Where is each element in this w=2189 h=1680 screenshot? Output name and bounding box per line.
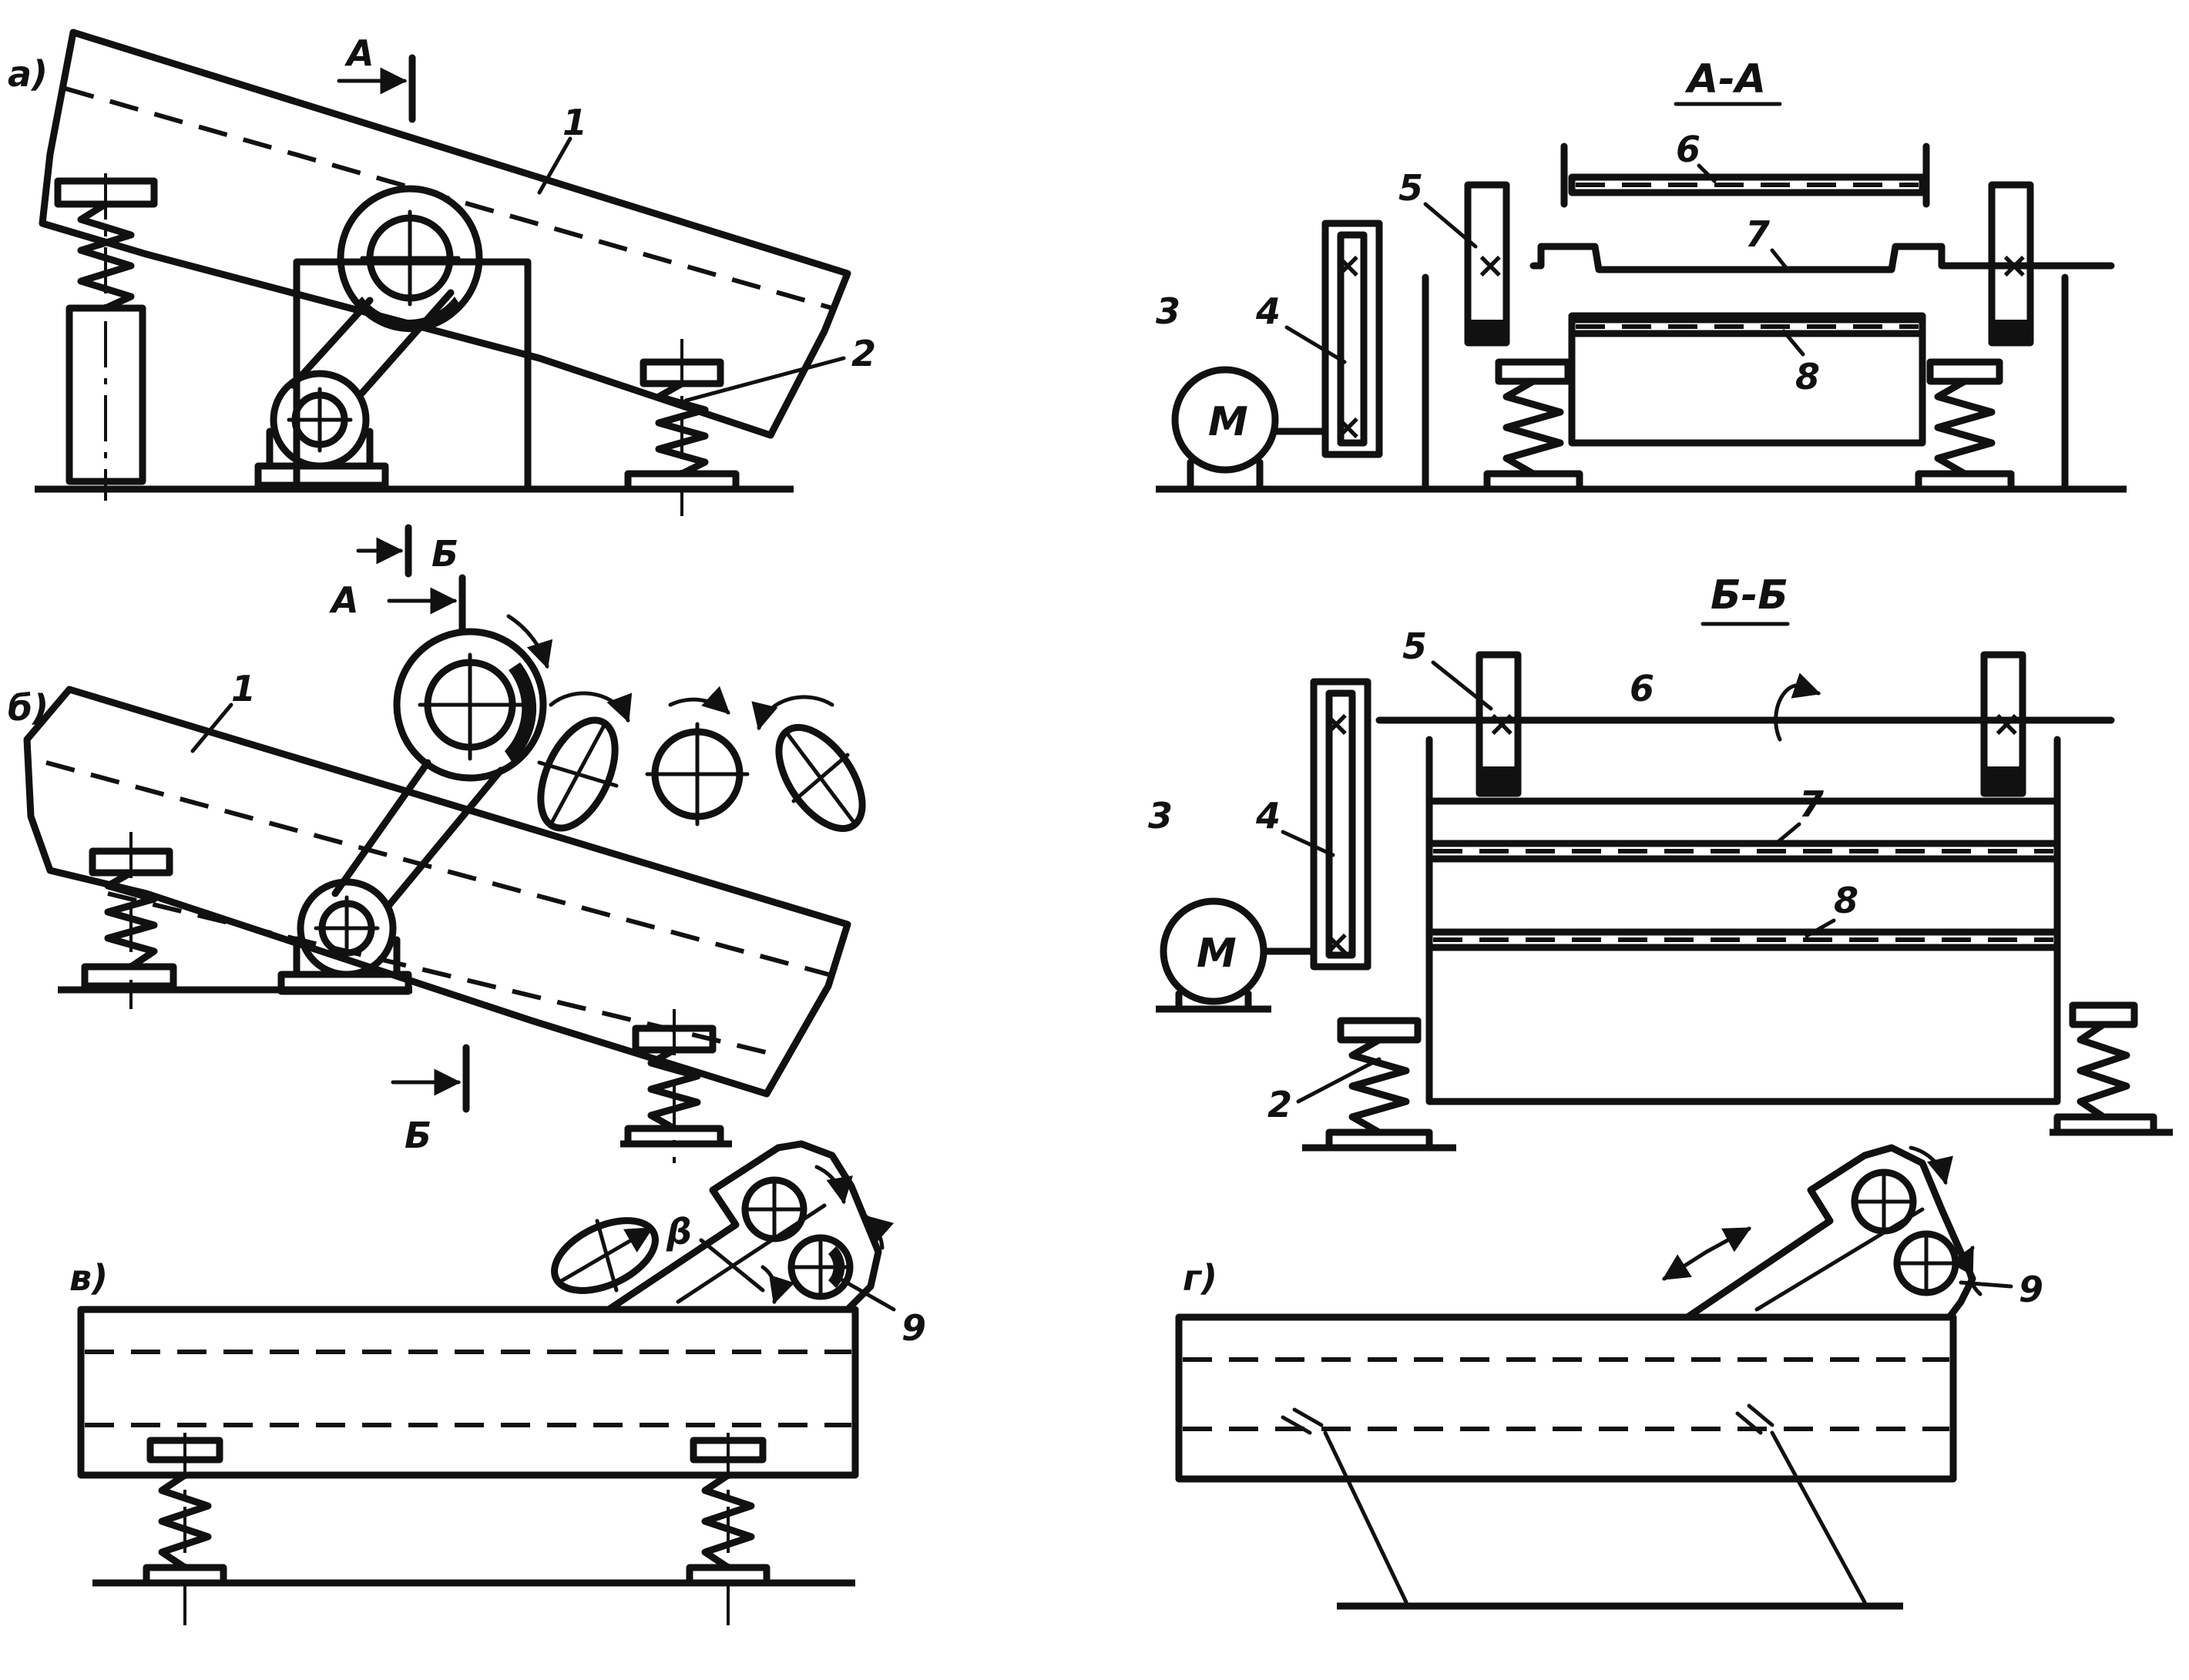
aa-sieve-6 — [1568, 173, 1926, 196]
panel-v-left-spring — [158, 1471, 212, 1571]
callout-2-a: 2 — [851, 333, 876, 374]
panel-b-right-spring — [647, 1046, 701, 1132]
callout-4-bb: 4 — [1255, 795, 1281, 837]
angle-beta: β — [666, 1211, 692, 1252]
aa-motor-label: М — [1208, 399, 1248, 445]
aa-spring-left — [1502, 377, 1564, 478]
panel-g: г) 9 — [1175, 1144, 2043, 1610]
panel-b: б) — [8, 524, 866, 1163]
panel-g-vibrator-9 — [1684, 1144, 1976, 1321]
panel-v-orbit-ellipse — [551, 1217, 659, 1294]
panel-g-screen-box — [1175, 1313, 1957, 1483]
panel-g-suspension-right — [1770, 1430, 1867, 1605]
panel-v-label: в) — [69, 1257, 108, 1299]
callout-3-bb: 3 — [1148, 795, 1173, 837]
callout-8-aa: 8 — [1795, 356, 1820, 397]
panel-g-vibration-arrow — [1662, 1249, 1709, 1281]
callout-6-aa: 6 — [1676, 129, 1701, 170]
svg-text:×: × — [1476, 244, 1506, 286]
panel-b-cut-A: А — [329, 579, 359, 621]
orbit-ellipse-1 — [537, 716, 619, 832]
callout-4-aa: 4 — [1255, 290, 1281, 332]
svg-text:×: × — [1321, 703, 1351, 744]
callout-5-bb: 5 — [1402, 625, 1427, 667]
bb-box — [1425, 797, 2061, 1105]
aa-shaft-7 — [1529, 243, 2115, 273]
callout-9-g: 9 — [2019, 1269, 2043, 1310]
svg-text:×: × — [1333, 244, 1363, 286]
aa-lower-box — [1568, 312, 1926, 447]
section-aa: А-А × × × × М — [1156, 56, 2127, 493]
callout-6-bb: 6 — [1630, 668, 1654, 709]
panel-v-vibrator-9 — [605, 1140, 882, 1313]
aa-spring-right — [1934, 377, 1996, 478]
panel-a-cut-A: А — [344, 32, 374, 74]
panel-b-cut-B-top: Б — [431, 533, 458, 575]
bb-spring-right — [2077, 1021, 2130, 1121]
callout-5-aa: 5 — [1398, 167, 1423, 209]
section-bb: Б-Б × × × × М — [1148, 572, 2173, 1152]
panel-g-label: г) — [1183, 1257, 1217, 1299]
panel-g-suspension-left — [1323, 1430, 1408, 1605]
panel-b-upper-eccentric — [393, 628, 547, 782]
bb-belt-drive-4 — [1310, 678, 1371, 971]
panel-a: а) А — [8, 29, 876, 516]
section-bb-label: Б-Б — [1711, 572, 1788, 619]
callout-7-bb: 7 — [1799, 783, 1824, 825]
callout-2-bb: 2 — [1267, 1084, 1292, 1125]
panel-a-label: а) — [8, 53, 48, 95]
panel-v-screen-box — [77, 1306, 859, 1479]
aa-motor — [1171, 366, 1279, 474]
callout-1-b: 1 — [231, 668, 256, 709]
panel-a-drive-frame — [293, 258, 532, 489]
panel-b-screen-box — [23, 686, 851, 1098]
panel-b-cut-B-bottom: Б — [405, 1115, 431, 1156]
svg-text:×: × — [1992, 703, 2022, 744]
section-aa-label: А-А — [1684, 56, 1766, 102]
callout-9-v: 9 — [901, 1307, 926, 1349]
svg-text:×: × — [1333, 406, 1363, 448]
svg-text:×: × — [1321, 922, 1351, 964]
aa-sieve-8 — [1568, 316, 1926, 337]
callout-3-aa: 3 — [1156, 290, 1180, 332]
callout-8-bb: 8 — [1834, 880, 1858, 921]
bb-sieve-8 — [1425, 928, 2061, 951]
callout-7-aa: 7 — [1745, 213, 1770, 255]
svg-text:×: × — [1999, 244, 2030, 286]
panel-v: в) β 9 — [69, 1140, 926, 1625]
panel-a-screen-box — [39, 29, 851, 439]
callout-1-a: 1 — [562, 102, 587, 143]
bb-spring-left — [1348, 1036, 1410, 1136]
panel-v-right-spring — [701, 1471, 755, 1571]
aa-belt-drive-4 — [1321, 220, 1383, 458]
bb-motor-label: М — [1197, 931, 1237, 977]
bb-sieve-7 — [1425, 840, 2061, 863]
